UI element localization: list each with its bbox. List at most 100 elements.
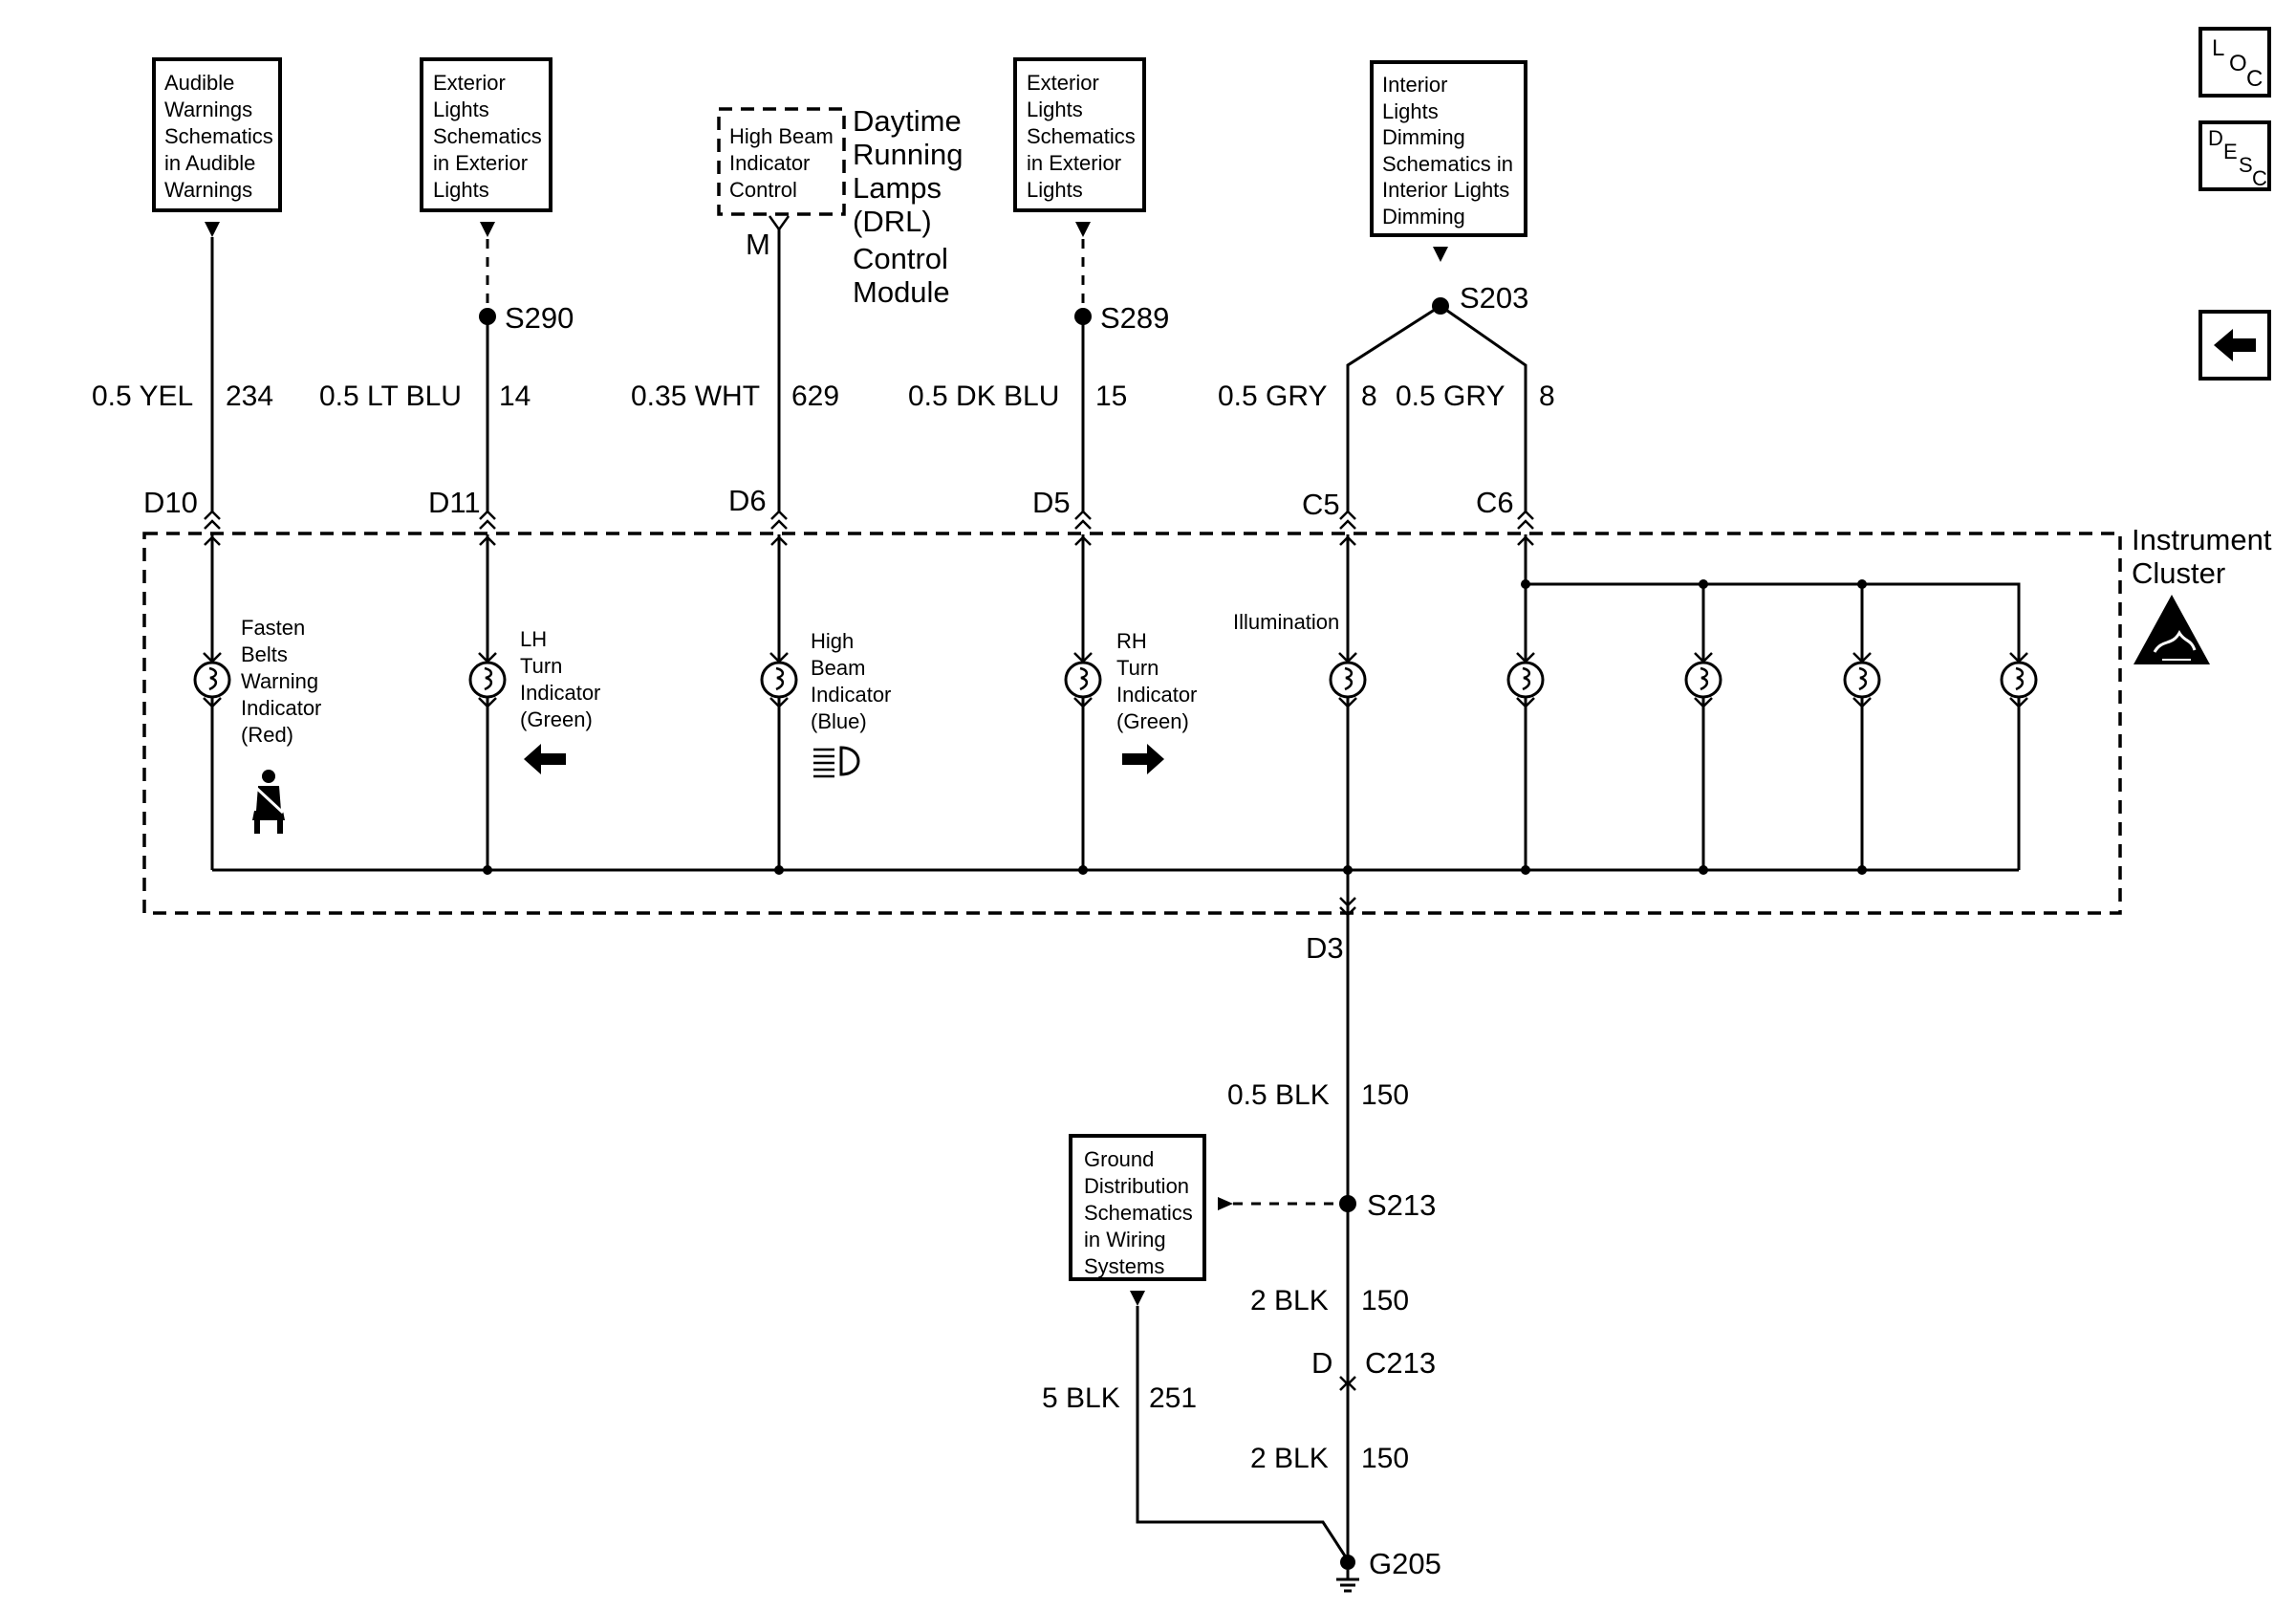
drl-line: Daytime (853, 104, 962, 138)
box-line: Systems (1084, 1254, 1164, 1278)
ref-arrow-icon (480, 222, 495, 237)
box-line: Interior Lights (1382, 178, 1509, 202)
back-arrow-icon (2214, 329, 2256, 361)
box-line: Distribution (1084, 1174, 1189, 1198)
high-beam-indicator-control: High Beam Indicator Control (717, 107, 846, 216)
label-line: Turn (520, 654, 562, 678)
lh-turn-label: LH Turn Indicator (Green) (520, 627, 600, 731)
ref-arrow-icon (1130, 1291, 1145, 1306)
wire-label: 2 BLK (1250, 1285, 1329, 1316)
wire-circuit: 8 (1361, 381, 1377, 412)
back-button[interactable] (2199, 310, 2271, 381)
junction-dot (1521, 865, 1530, 875)
drl-line: Lamps (853, 171, 942, 205)
box-line: Schematics in (1382, 152, 1513, 176)
pin-label-c6: C6 (1476, 486, 1514, 519)
label-line: LH (520, 627, 547, 651)
wire-circuit: 234 (226, 381, 273, 412)
box-line: Schematics (1027, 124, 1136, 148)
wire-label: 0.35 WHT (631, 381, 760, 412)
box-line: Dimming (1382, 205, 1465, 228)
pin-arrow (770, 535, 788, 546)
wire-label: 0.5 YEL (92, 381, 193, 412)
loc-letter: O (2229, 51, 2247, 76)
drl-line: Module (853, 275, 950, 309)
esd-warning-icon (2134, 595, 2210, 664)
pin-arrow (204, 535, 221, 546)
drl-pin-label: M (746, 228, 770, 261)
wire-251 (1136, 1306, 1350, 1561)
wire-circuit: 150 (1361, 1079, 1409, 1111)
pin-d6 (769, 510, 789, 531)
ref-box-interior-lights-dimming[interactable]: Interior Lights Dimming Schematics in In… (1370, 60, 1527, 237)
high-beam-icon (813, 746, 860, 778)
box-line: High Beam (729, 124, 834, 148)
arrow-right-icon (1122, 744, 1164, 774)
loc-letter: C (2246, 66, 2263, 92)
junction-dot (1078, 865, 1088, 875)
label-line: (Red) (241, 723, 293, 747)
pin-label-c5: C5 (1302, 488, 1340, 521)
label-line: Fasten (241, 616, 305, 640)
wire-label: 0.5 LT BLU (319, 381, 462, 412)
pin-arrow (1339, 535, 1356, 546)
wire-8-c5 (1346, 304, 1441, 513)
wire-8-c6 (1440, 304, 1527, 513)
pin-c6 (1516, 510, 1535, 531)
wire-label: 5 BLK (1042, 1382, 1120, 1414)
box-line: Dimming (1382, 125, 1465, 149)
splice-label-s203: S203 (1460, 281, 1528, 315)
illumination-bus (1526, 582, 2021, 870)
pin-label-d10: D10 (143, 486, 198, 519)
arrow-left-icon (524, 744, 566, 774)
label-line: Turn (1116, 656, 1159, 680)
ref-arrow-icon (1075, 222, 1091, 237)
loc-button[interactable]: L O C (2199, 27, 2271, 98)
ground-label-g205: G205 (1369, 1547, 1441, 1580)
box-line: Lights (433, 98, 489, 121)
c213-pin-label: D (1311, 1346, 1332, 1380)
wire-label: 0.5 GRY (1218, 381, 1328, 412)
label-line: Indicator (811, 683, 891, 707)
pin-arrow (479, 535, 496, 546)
box-line: Lights (1027, 178, 1083, 202)
box-line: Exterior (1027, 71, 1099, 95)
ref-arrow-icon (1433, 247, 1448, 262)
pin-label-d6: D6 (728, 484, 767, 517)
box-line: Lights (1027, 98, 1083, 121)
box-line: Interior (1382, 73, 1447, 97)
cluster-name-line: Instrument (2132, 523, 2272, 556)
box-line: Lights (1382, 99, 1439, 123)
pin-label-d5: D5 (1032, 486, 1071, 519)
drl-control-module-label: Daytime Running Lamps (DRL) Control Modu… (853, 104, 963, 309)
box-line: Indicator (729, 151, 810, 175)
ref-box-exterior-lights-right[interactable]: Exterior Lights Schematics in Exterior L… (1013, 57, 1146, 212)
c213-connector-label: C213 (1365, 1346, 1436, 1380)
ref-box-ground-distribution[interactable]: Ground Distribution Schematics in Wiring… (1069, 1134, 1206, 1281)
illumination-label: Illumination (1233, 610, 1339, 634)
box-line: Ground (1084, 1147, 1154, 1171)
junction-dot (1857, 865, 1867, 875)
box-line: Schematics (164, 124, 273, 148)
splice-dot-s213 (1339, 1195, 1356, 1212)
ref-arrow-icon (1218, 1197, 1233, 1210)
ref-box-audible-warnings[interactable]: Audible Warnings Schematics in Audible W… (152, 57, 282, 212)
box-line: Audible (164, 71, 234, 95)
box-line: in Exterior (1027, 151, 1121, 175)
box-line: in Exterior (433, 151, 528, 175)
desc-button[interactable]: D E S C (2199, 120, 2271, 191)
label-line: (Blue) (811, 709, 867, 733)
pin-d10 (203, 510, 222, 531)
splice-label-s213: S213 (1367, 1188, 1436, 1222)
pin-d5 (1073, 510, 1093, 531)
ref-arrow-icon (205, 222, 220, 237)
label-line: Beam (811, 656, 865, 680)
pin-d11 (478, 510, 497, 531)
label-line: Indicator (1116, 683, 1197, 707)
box-line: Lights (433, 178, 489, 202)
ref-box-exterior-lights-left[interactable]: Exterior Lights Schematics in Exterior L… (420, 57, 552, 212)
c213-chevron (1339, 1381, 1356, 1391)
pin-arrow (1517, 535, 1534, 546)
box-line: Schematics (433, 124, 542, 148)
